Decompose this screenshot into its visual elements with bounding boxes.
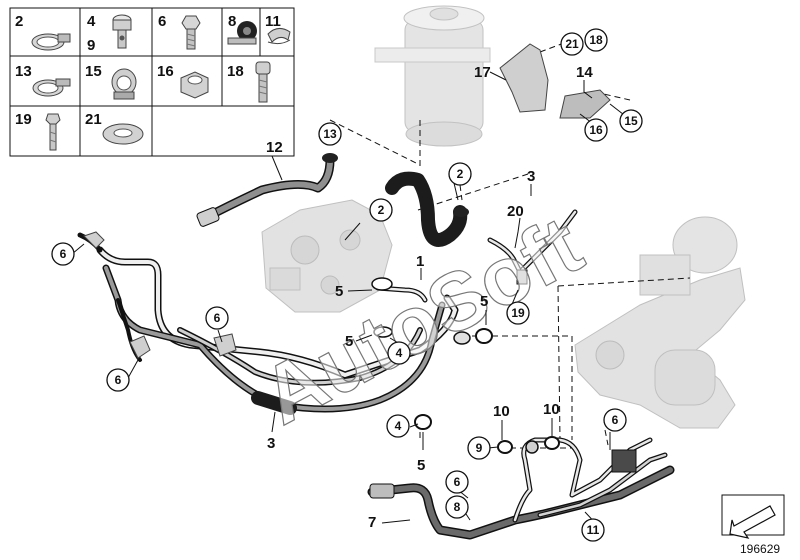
steering-gear: [574, 216, 746, 429]
hollow-bolt-icon: [112, 14, 132, 49]
clip-icon: [267, 28, 291, 45]
leader-lines: [329, 39, 691, 449]
grid-label-6: 6: [158, 13, 166, 30]
callout-3: 3: [267, 435, 275, 452]
diagram-id-number: 196629: [740, 542, 780, 556]
grid-cell-11[interactable]: 11: [265, 13, 291, 45]
callout-4-upper-circle[interactable]: 4: [387, 341, 411, 365]
hose-sleeve: [251, 391, 297, 415]
svg-text:15: 15: [624, 114, 638, 128]
diagram-id-box: 196629: [721, 494, 785, 556]
svg-text:6: 6: [612, 413, 619, 427]
callout-6-right-circle[interactable]: 6: [603, 408, 627, 432]
callout-9-circle[interactable]: 9: [467, 436, 491, 460]
power-steering-pump: [261, 199, 393, 313]
callout-2-pump-circle[interactable]: 2: [369, 198, 393, 222]
svg-text:6: 6: [60, 247, 67, 261]
svg-text:6: 6: [454, 475, 461, 489]
grid-cell-18[interactable]: 18: [227, 61, 271, 103]
callout-6-mid-circle[interactable]: 6: [205, 306, 229, 330]
callout-10-a: 10: [493, 403, 510, 420]
hose-clamp-icon: [31, 33, 71, 51]
callout-7: 7: [368, 514, 376, 531]
callout-6-left-circle[interactable]: 6: [106, 368, 130, 392]
grid-cell-21[interactable]: 21: [85, 111, 144, 145]
svg-text:2: 2: [378, 203, 385, 217]
arrow-icon: [729, 505, 776, 539]
callout-6-bottom-circle[interactable]: 6: [445, 470, 469, 494]
svg-text:9: 9: [476, 441, 483, 455]
circled-callouts: 13 21 18 2 16 15 2 6: [51, 28, 643, 542]
svg-text:19: 19: [511, 306, 525, 320]
reservoir-tank: [374, 5, 491, 147]
grid-label-21: 21: [85, 111, 102, 128]
hose-clamp-icon: [32, 78, 71, 97]
callout-15-circle[interactable]: 15: [619, 109, 643, 133]
callout-11-circle[interactable]: 11: [581, 518, 605, 542]
svg-text:2: 2: [457, 167, 464, 181]
callout-17: 17: [474, 64, 491, 81]
svg-text:11: 11: [587, 523, 600, 537]
svg-text:13: 13: [323, 127, 337, 141]
grid-label-16: 16: [157, 63, 174, 80]
svg-text:21: 21: [565, 37, 579, 51]
svg-text:16: 16: [589, 123, 603, 137]
svg-text:18: 18: [589, 33, 603, 47]
callout-8-circle[interactable]: 8: [445, 495, 469, 519]
clamp-screw-icon: [111, 68, 137, 100]
callout-6-topleft-circle[interactable]: 6: [51, 242, 75, 266]
callout-5-a: 5: [335, 283, 343, 300]
svg-text:6: 6: [115, 373, 122, 387]
grid-label-18: 18: [227, 63, 244, 80]
callout-14: 14: [576, 64, 593, 81]
callout-16-circle[interactable]: 16: [584, 118, 608, 142]
svg-text:4: 4: [396, 346, 403, 360]
washer-icon: [102, 123, 144, 145]
plain-callouts: 12 17 14 3 20 1 5 5 5 5 3 10 10 7: [266, 64, 593, 531]
svg-text:8: 8: [454, 500, 461, 514]
rubber-mount-icon: [227, 21, 257, 45]
callout-5-d: 5: [417, 457, 425, 474]
grid-label-2: 2: [15, 13, 23, 30]
grid-cell-16[interactable]: 16: [157, 63, 209, 99]
callout-18-circle[interactable]: 18: [584, 28, 608, 52]
callout-3-top: 3: [527, 168, 535, 185]
callout-13-circle[interactable]: 13: [318, 122, 342, 146]
grid-label-15: 15: [85, 63, 102, 80]
grid-cell-2[interactable]: 2: [15, 13, 71, 51]
grid-label-9: 9: [87, 37, 95, 54]
grid-cell-4-9[interactable]: 4 9: [87, 13, 132, 54]
grid-cell-13[interactable]: 13: [15, 63, 71, 97]
hex-nut-icon: [180, 71, 209, 99]
stud-bolt-icon: [45, 113, 61, 151]
grid-label-19: 19: [15, 111, 32, 128]
grid-cell-19[interactable]: 19: [15, 111, 61, 151]
callout-1: 1: [416, 253, 424, 270]
grid-cell-15[interactable]: 15: [85, 63, 137, 100]
callout-21-circle[interactable]: 21: [560, 32, 584, 56]
socket-bolt-icon: [255, 61, 271, 103]
callout-2-reservoir-circle[interactable]: 2: [448, 162, 472, 186]
grid-label-11: 11: [265, 13, 281, 30]
callout-20: 20: [507, 203, 524, 220]
hex-bolt-icon: [181, 15, 201, 50]
svg-text:4: 4: [395, 419, 402, 433]
grid-label-13: 13: [15, 63, 32, 80]
grid-cell-6[interactable]: 6: [158, 13, 201, 50]
fittings: [83, 43, 637, 499]
callout-12: 12: [266, 139, 283, 156]
callout-5-b: 5: [345, 333, 353, 350]
reservoir-hose: [385, 171, 468, 247]
parts-grid: 2 4 9 6: [9, 7, 295, 157]
grid-label-8: 8: [228, 13, 236, 30]
grid-cell-8[interactable]: 8: [227, 13, 257, 45]
svg-text:6: 6: [214, 311, 221, 325]
callout-19-circle[interactable]: 19: [506, 301, 530, 325]
callout-4-lower-circle[interactable]: 4: [386, 414, 410, 438]
grid-label-4: 4: [87, 13, 96, 30]
callout-5-c: 5: [480, 293, 488, 310]
callout-10-b: 10: [543, 401, 560, 418]
